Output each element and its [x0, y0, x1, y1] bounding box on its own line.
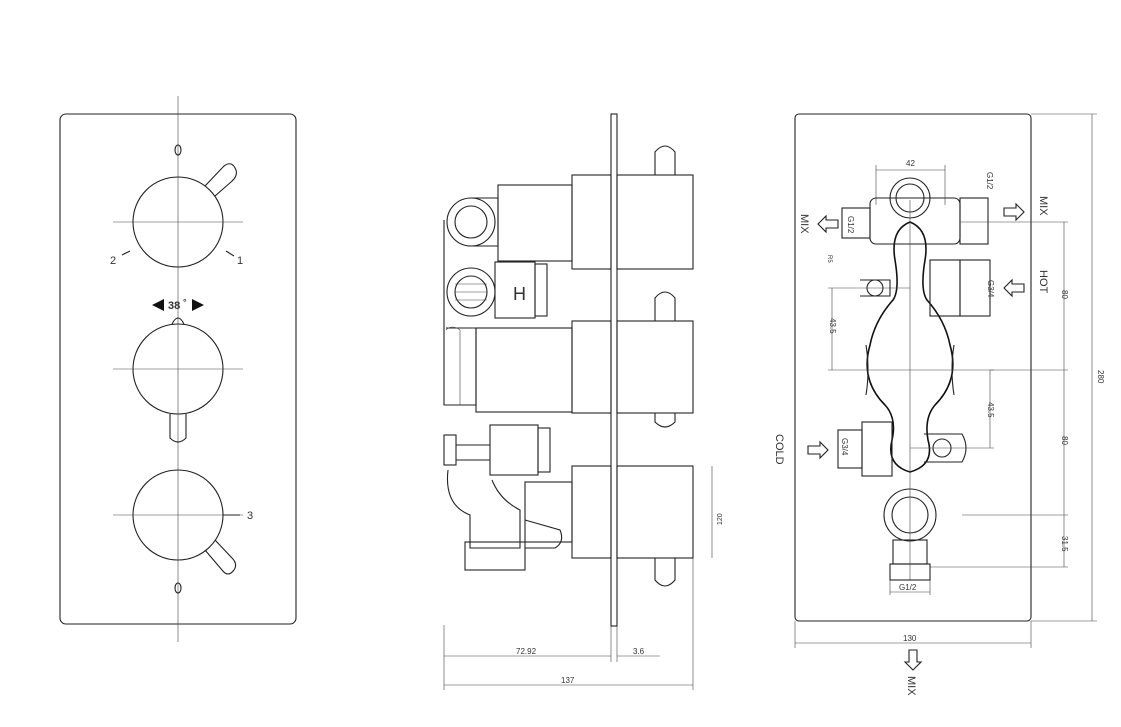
dim-d2: 43.5 — [986, 402, 995, 418]
dim-v2: 80 — [1060, 436, 1069, 445]
mix-bottom-arrow-icon — [903, 649, 923, 671]
thread-label-left-top: G1/2 — [846, 216, 855, 234]
dim-lower-height: 120 — [717, 513, 724, 525]
side-handle-top — [616, 174, 694, 270]
rear-plate — [794, 113, 1032, 622]
mix-outlet-arrow-icon — [1003, 202, 1025, 222]
dim-body-depth: 72.92 — [516, 647, 537, 656]
label-cold: COLD — [773, 434, 785, 465]
thread-label-right-top: G1/2 — [985, 172, 994, 190]
arrow-left-icon — [152, 299, 164, 311]
flow-label-1: 1 — [237, 255, 243, 267]
dim-v1: 80 — [1060, 290, 1069, 299]
arrow-right-icon — [192, 299, 204, 311]
label-mix-right: MIX — [1037, 196, 1049, 216]
bottom-handle — [113, 469, 243, 594]
side-handle-bottom — [616, 465, 694, 559]
label-mix-bottom: MIX — [905, 676, 917, 696]
side-view: 120 H — [443, 113, 724, 690]
thread-label-hot: G3/4 — [986, 280, 995, 298]
side-plate — [610, 113, 618, 627]
flow-label-2: 2 — [110, 255, 116, 267]
dim-d1: 43.5 — [828, 318, 837, 334]
label-mix-left: MIX — [798, 214, 810, 234]
dim-plate: 3.6 — [633, 647, 645, 656]
dim-radius: R5 — [826, 255, 832, 263]
hot-letter: H — [513, 284, 526, 304]
thread-label-bottom: G1/2 — [899, 583, 917, 592]
mix-left-arrow-icon — [817, 214, 839, 234]
label-hot: HOT — [1037, 270, 1049, 294]
degree-symbol: ° — [183, 297, 187, 307]
dim-top-width: 42 — [906, 159, 915, 168]
rear-view: 280 130 42 G1/2 G1/2 G3/4 R5 G3/4 — [773, 113, 1105, 696]
side-handle-middle — [616, 320, 694, 414]
dim-v3: 31.5 — [1060, 536, 1069, 552]
dim-total-depth: 137 — [561, 676, 575, 685]
dim-width: 130 — [903, 634, 917, 643]
thermostat-handle — [113, 299, 243, 443]
thread-label-cold: G3/4 — [840, 438, 849, 456]
temperature-label: 38 — [168, 300, 180, 312]
top-handle — [113, 144, 243, 268]
front-view: 2 1 38 ° 3 — [59, 96, 297, 642]
hot-inlet-arrow-icon — [1003, 278, 1025, 298]
flow-label-3: 3 — [247, 510, 253, 522]
dim-height: 280 — [1096, 370, 1105, 384]
cold-inlet-arrow-icon — [807, 440, 829, 460]
